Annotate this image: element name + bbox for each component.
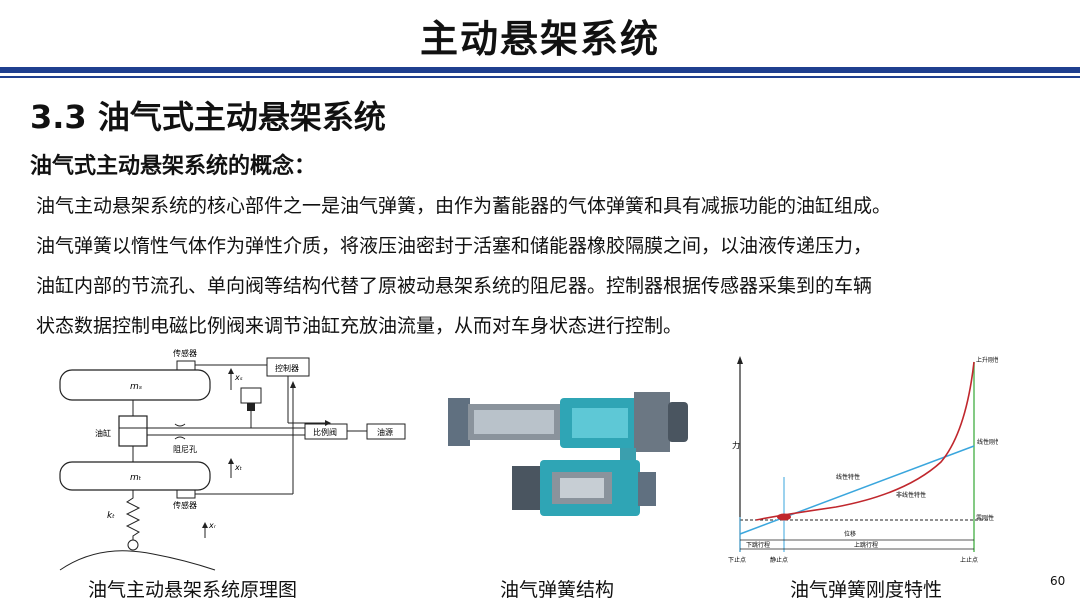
displacement-label: 位移	[844, 530, 856, 538]
xt-label: xₜ	[234, 463, 243, 472]
section-heading: 3.3 油气式主动悬架系统	[30, 98, 386, 136]
paragraph-line: 油缸内部的节流孔、单向阀等结构代替了原被动悬架系统的阻尼器。控制器根据传感器采集…	[36, 275, 873, 297]
suspension-schematic-diagram: mₛ 传感器 xₛ 控制器 油缸 阻尼孔 比例阀 油源 mₜ xₜ 传感器 kₜ…	[59, 348, 406, 571]
valve-label: 比例阀	[313, 427, 337, 437]
bottom-sensor-label: 传感器	[173, 500, 197, 510]
static-point-label: 静止点	[770, 556, 788, 564]
hydropneumatic-spring-illustration	[448, 392, 688, 516]
title-divider	[0, 67, 1080, 73]
xr-label: xᵣ	[208, 521, 217, 530]
zero-stiffness-label: 零刚性	[976, 514, 994, 522]
rising-stiffness-label: 上升刚性	[976, 356, 998, 364]
y-axis-label: 力	[732, 440, 740, 450]
road-profile	[59, 550, 216, 571]
upper-travel-label: 上跳行程	[854, 541, 878, 549]
orifice-label: 阻尼孔	[173, 445, 197, 454]
nonlinear-characteristic-label: 非线性特性	[896, 491, 926, 499]
upper-stop-label: 上止点	[960, 556, 978, 564]
linear-stiffness-label: 线性刚性	[977, 438, 998, 446]
linear-characteristic-label: 线性特性	[836, 473, 860, 481]
paragraph-line: 油气主动悬架系统的核心部件之一是油气弹簧，由作为蓄能器的气体弹簧和具有减振功能的…	[36, 195, 892, 217]
paragraph-line: 状态数据控制电磁比例阀来调节油缸充放油流量，从而对车身状态进行控制。	[36, 315, 683, 337]
lower-travel-label: 下跳行程	[746, 541, 770, 549]
cylinder-label: 油缸	[95, 428, 111, 438]
top-sensor-box	[176, 360, 196, 371]
xs-label: xₛ	[234, 373, 243, 382]
slide-title: 主动悬架系统	[419, 17, 660, 61]
static-point-marker	[777, 513, 791, 521]
title-divider-thin	[0, 76, 1080, 78]
stiffness-caption: 油气弹簧刚度特性	[790, 579, 943, 601]
mt-label: mₜ	[130, 473, 142, 483]
paragraph-line: 油气弹簧以惰性气体作为弹性介质，将液压油密封于活塞和储能器橡胶隔膜之间，以油液传…	[36, 235, 873, 257]
controller-label: 控制器	[275, 363, 299, 373]
spring-structure-caption: 油气弹簧结构	[500, 579, 615, 601]
ms-label: mₛ	[130, 382, 142, 392]
subsection-heading: 油气式主动悬架系统的概念：	[30, 154, 317, 179]
body-paragraph: 油气主动悬架系统的核心部件之一是油气弹簧，由作为蓄能器的气体弹簧和具有减振功能的…	[36, 186, 1056, 346]
oil-source-label: 油源	[377, 427, 393, 437]
cylinder-body	[118, 415, 148, 447]
unsprung-mass-block	[59, 461, 211, 491]
kt-label: kₜ	[107, 511, 115, 521]
schematic-caption: 油气主动悬架系统原理图	[88, 579, 298, 601]
nonlinear-characteristic-curve	[755, 361, 975, 521]
lower-stop-label: 下止点	[728, 556, 746, 564]
bottom-sensor-box	[176, 489, 196, 499]
stiffness-characteristic-chart: 力 上升刚性 线性刚性 线性特性 非线性特性 零刚性 位移 下跳行程 上跳行程 …	[728, 356, 998, 564]
top-sensor-label: 传感器	[173, 348, 197, 358]
page-number: 60	[1050, 574, 1066, 588]
linear-characteristic-curve	[739, 445, 975, 535]
sprung-mass-block	[59, 369, 211, 401]
